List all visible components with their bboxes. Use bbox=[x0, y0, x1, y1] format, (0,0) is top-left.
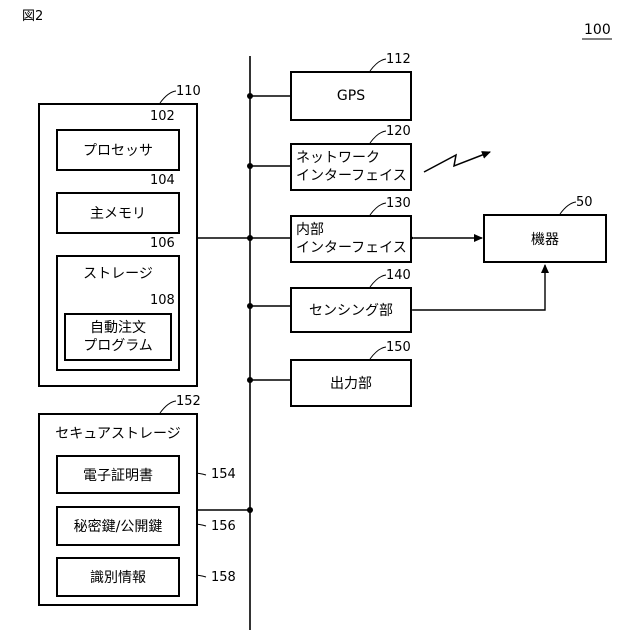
ref-leader-112 bbox=[370, 59, 386, 71]
device-block: 機器 bbox=[483, 214, 607, 263]
processor-block: プロセッサ bbox=[56, 129, 180, 171]
ref-leader-50 bbox=[560, 202, 576, 214]
ref-130: 130 bbox=[386, 196, 411, 211]
digital-certificate-label: 電子証明書 bbox=[83, 465, 153, 485]
ref-152: 152 bbox=[176, 394, 201, 409]
ref-102: 102 bbox=[150, 109, 175, 124]
storage-label: ストレージ bbox=[56, 265, 180, 283]
key-pair-label: 秘密鍵/公開鍵 bbox=[74, 516, 163, 536]
internal-interface-line2: インターフェイス bbox=[296, 239, 410, 257]
ref-leader-130 bbox=[370, 203, 386, 215]
ref-156: 156 bbox=[211, 519, 236, 534]
internal-interface-line1: 内部 bbox=[296, 221, 410, 239]
ref-leader-120 bbox=[370, 131, 386, 143]
ref-leader-110 bbox=[160, 91, 176, 103]
figure-label: 図2 bbox=[22, 8, 43, 26]
identification-info-block: 識別情報 bbox=[56, 557, 180, 597]
processor-label: プロセッサ bbox=[83, 140, 153, 160]
ref-104: 104 bbox=[150, 173, 175, 188]
ref-120: 120 bbox=[386, 124, 411, 139]
ref-158: 158 bbox=[211, 570, 236, 585]
device-label: 機器 bbox=[531, 229, 559, 249]
secure-storage-label: セキュアストレージ bbox=[38, 425, 198, 443]
sensing-device-arrow bbox=[413, 265, 545, 310]
ref-112: 112 bbox=[386, 52, 411, 67]
identification-info-label: 識別情報 bbox=[90, 567, 146, 587]
auto-order-program-line2: プログラム bbox=[83, 337, 153, 355]
junction-dot bbox=[247, 163, 253, 169]
ref-108: 108 bbox=[150, 293, 175, 308]
output-label: 出力部 bbox=[330, 373, 372, 393]
main-memory-label: 主メモリ bbox=[90, 203, 146, 223]
ref-leader-150 bbox=[370, 347, 386, 359]
wireless-signal-icon bbox=[424, 152, 490, 172]
junction-dot bbox=[247, 507, 253, 513]
sensing-block: センシング部 bbox=[290, 287, 412, 333]
auto-order-program-block: 自動注文 プログラム bbox=[64, 313, 172, 361]
network-interface-line1: ネットワーク bbox=[296, 149, 410, 167]
ref-110: 110 bbox=[176, 84, 201, 99]
network-interface-line2: インターフェイス bbox=[296, 167, 410, 185]
output-block: 出力部 bbox=[290, 359, 412, 407]
auto-order-program-line1: 自動注文 bbox=[90, 319, 146, 337]
ref-106: 106 bbox=[150, 236, 175, 251]
sensing-label: センシング部 bbox=[309, 300, 393, 320]
gps-block: GPS bbox=[290, 71, 412, 121]
junction-dot bbox=[247, 235, 253, 241]
ref-150: 150 bbox=[386, 340, 411, 355]
digital-certificate-block: 電子証明書 bbox=[56, 455, 180, 494]
junction-dot bbox=[247, 93, 253, 99]
network-interface-block: ネットワーク インターフェイス bbox=[290, 143, 412, 191]
ref-50: 50 bbox=[576, 195, 593, 210]
main-memory-block: 主メモリ bbox=[56, 192, 180, 234]
ref-154: 154 bbox=[211, 467, 236, 482]
junction-dot bbox=[247, 377, 253, 383]
internal-interface-block: 内部 インターフェイス bbox=[290, 215, 412, 263]
junction-dot bbox=[247, 303, 253, 309]
gps-label: GPS bbox=[337, 88, 365, 104]
ref-140: 140 bbox=[386, 268, 411, 283]
key-pair-block: 秘密鍵/公開鍵 bbox=[56, 506, 180, 546]
ref-leader-140 bbox=[370, 275, 386, 287]
ref-leader-152 bbox=[160, 401, 176, 413]
system-ref: 100 bbox=[584, 21, 611, 39]
